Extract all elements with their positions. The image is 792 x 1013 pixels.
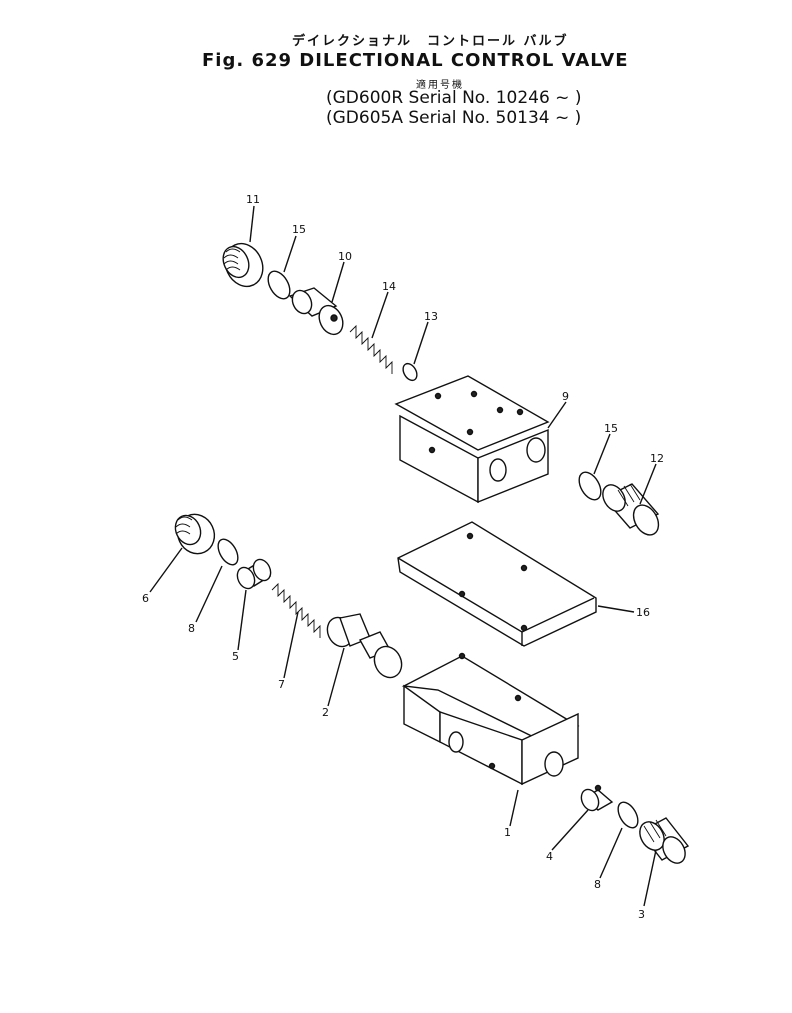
part-4-sleeve: [580, 784, 614, 812]
callout-15-right: 15: [604, 422, 618, 435]
part-10-sleeve: [288, 287, 344, 336]
part-12-plug: [602, 483, 660, 536]
part-15-o-ring-upper: [267, 270, 291, 300]
callout-numbers: 11 15 10 14 13 9 15 12 16 6 8 5 7 2 1 4 …: [142, 193, 664, 921]
callout-1: 1: [504, 826, 511, 839]
japanese-title: デイレクショナル コントロール バルブ: [292, 34, 569, 49]
callout-4: 4: [546, 850, 553, 863]
callout-14: 14: [382, 280, 396, 293]
callout-7: 7: [278, 678, 285, 691]
japanese-serial-label: 適用号機: [416, 80, 464, 91]
serial-line-gd605a: (GD605A Serial No. 50134 ~ ): [326, 108, 582, 128]
serial-line-gd600r: (GD600R Serial No. 10246 ~ ): [326, 88, 582, 108]
part-9-valve-body: [394, 375, 550, 504]
part-8-o-ring-right: [617, 801, 639, 829]
callout-9: 9: [562, 390, 569, 403]
part-8-o-ring-left: [217, 538, 239, 566]
callout-2: 2: [322, 706, 329, 719]
callout-8-left: 8: [188, 622, 195, 635]
part-2-spool: [326, 613, 403, 679]
leader-lines: [149, 205, 657, 907]
part-14-spring: [349, 324, 393, 374]
part-1-valve-body: [401, 652, 580, 786]
part-5-sleeve: [236, 558, 272, 590]
part-3-plug: [638, 817, 690, 864]
callout-8-right: 8: [594, 878, 601, 891]
callout-6: 6: [142, 592, 149, 605]
callout-16: 16: [636, 606, 650, 619]
callout-13: 13: [424, 310, 438, 323]
callout-11: 11: [246, 193, 260, 206]
figure-title: Fig. 629 DILECTIONAL CONTROL VALVE: [202, 50, 629, 71]
part-13-ring: [402, 362, 418, 382]
part-15-o-ring-right: [578, 471, 602, 501]
callout-10: 10: [338, 250, 352, 263]
callout-12: 12: [650, 452, 664, 465]
callout-15-upper: 15: [292, 223, 306, 236]
callout-3: 3: [638, 908, 645, 921]
part-11-plug: [222, 242, 264, 288]
part-16-plate: [397, 521, 597, 647]
part-7-spring: [271, 582, 321, 638]
part-6-plug: [174, 513, 216, 555]
callout-5: 5: [232, 650, 239, 663]
